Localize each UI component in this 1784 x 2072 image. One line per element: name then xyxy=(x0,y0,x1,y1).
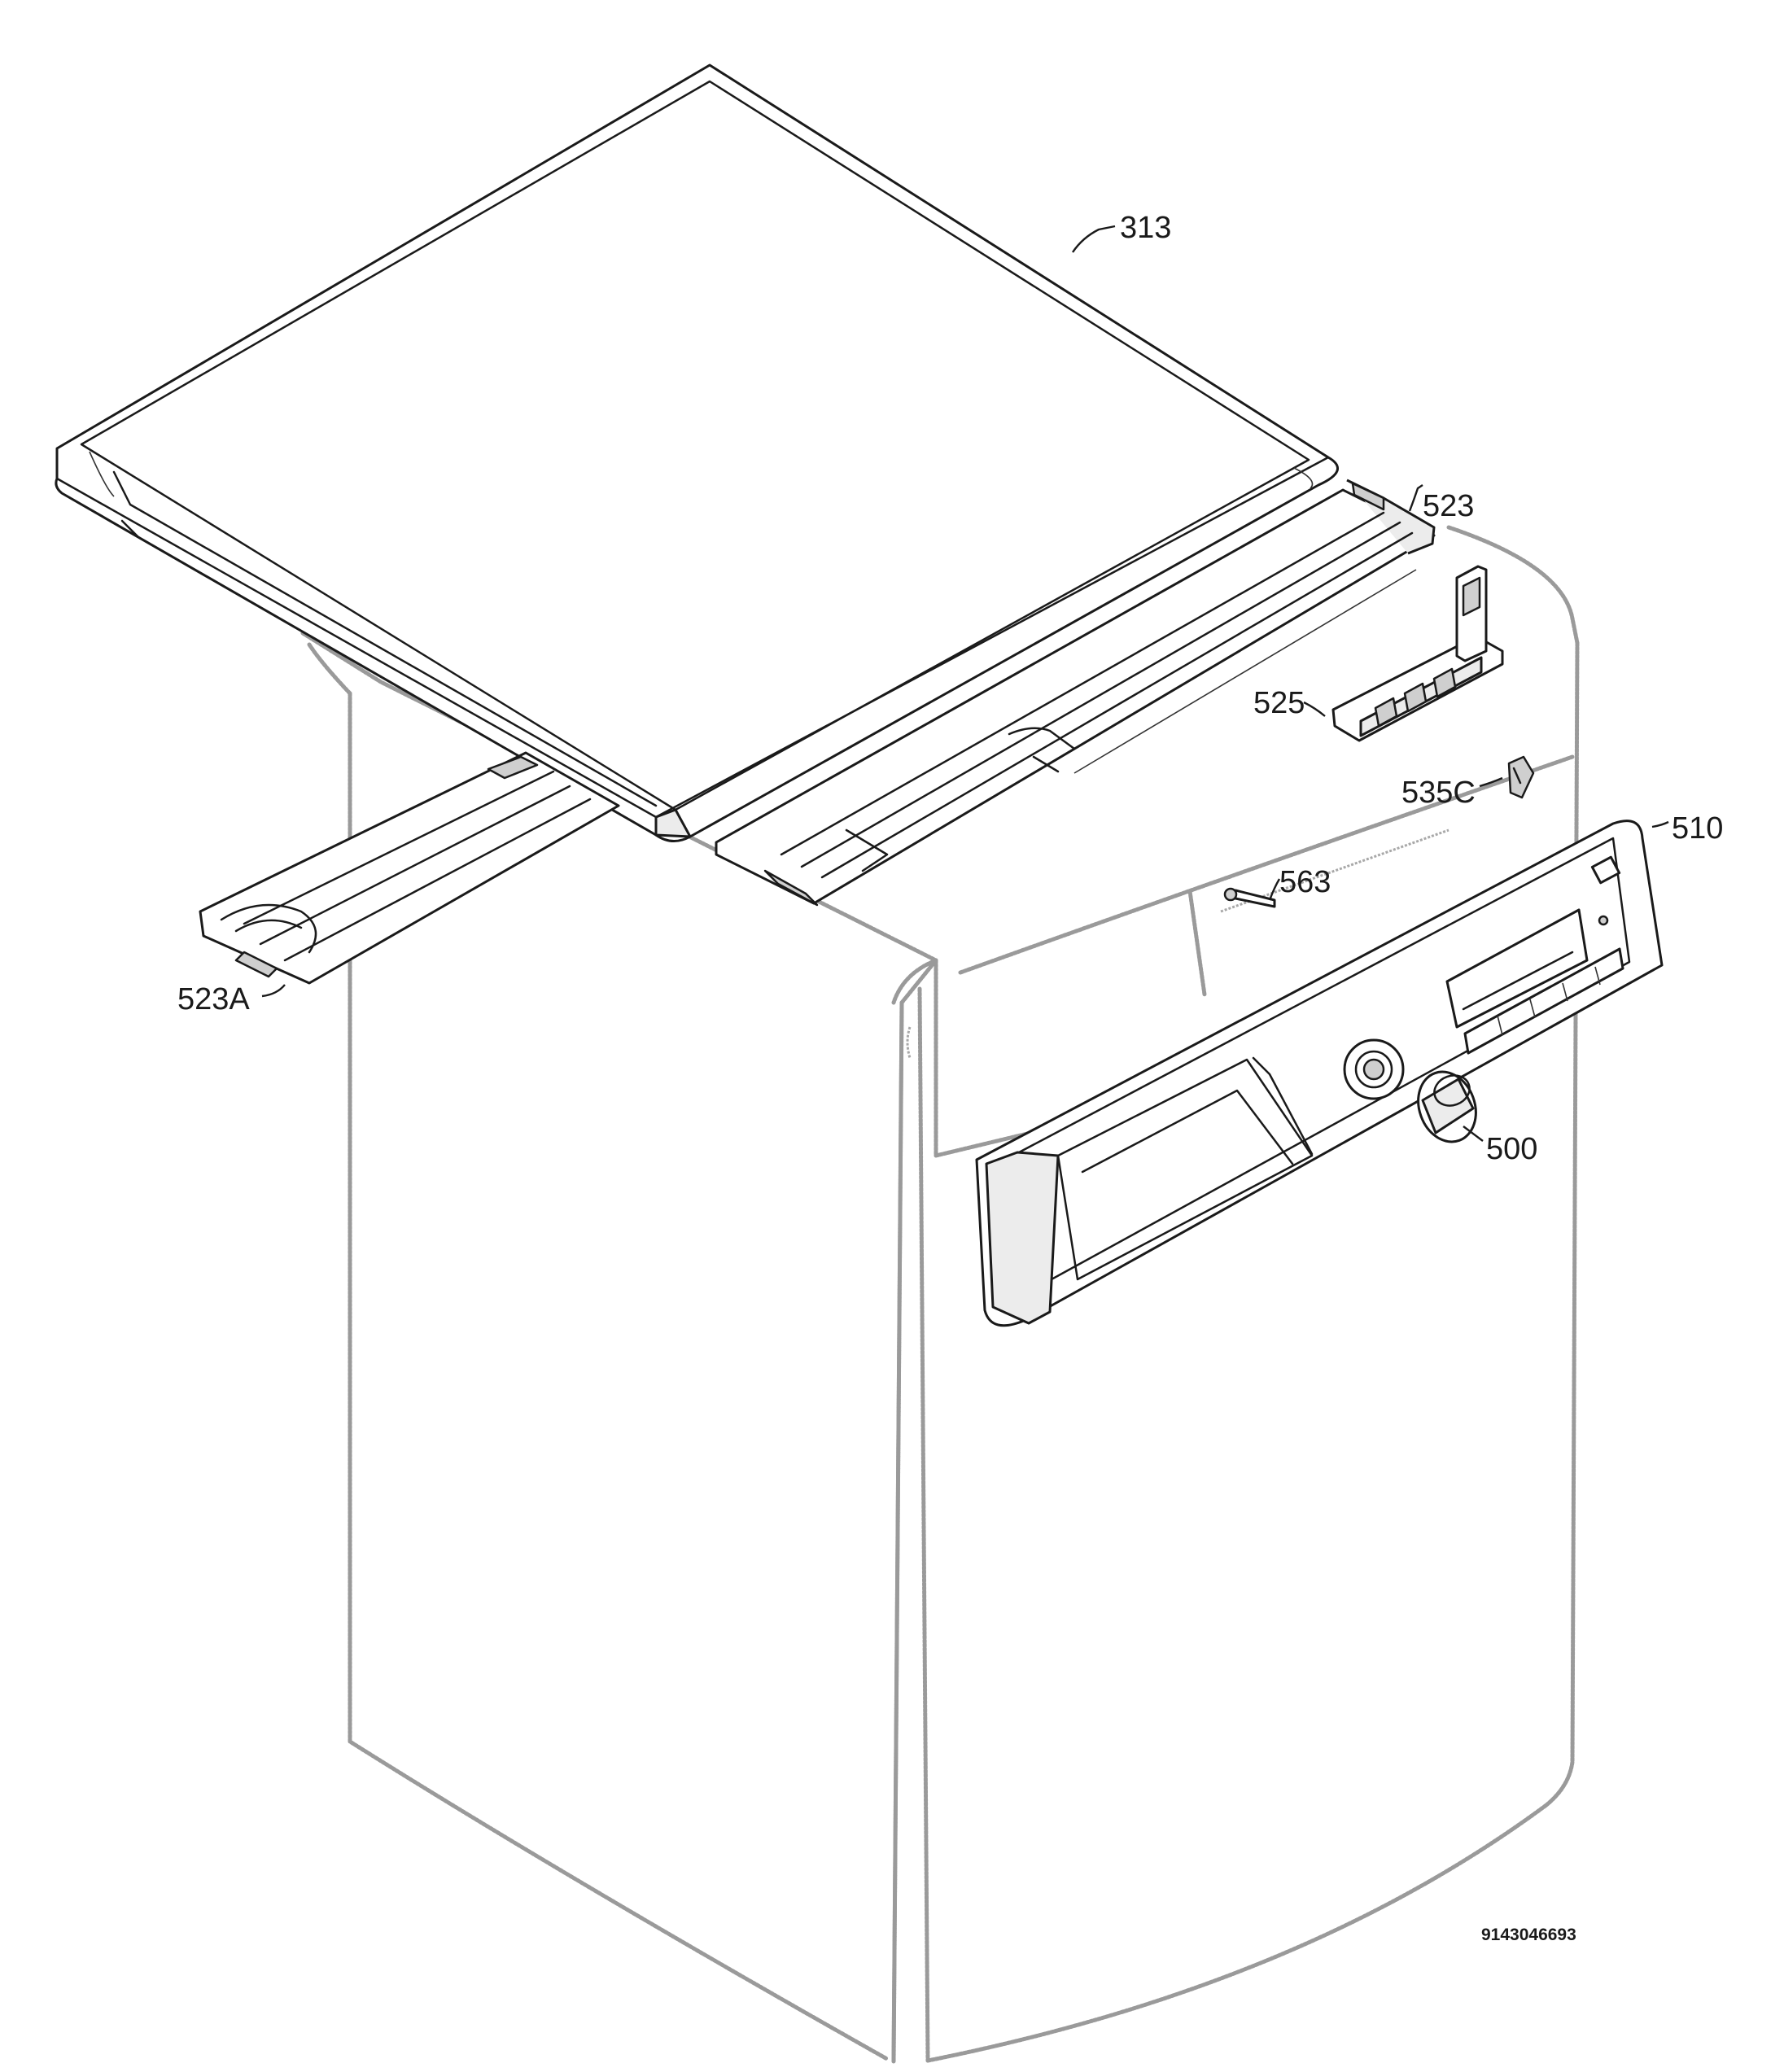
leader-523a xyxy=(261,984,286,998)
rail-part-523a xyxy=(199,751,620,985)
leader-lines xyxy=(261,225,1669,1142)
callout-523: 523 xyxy=(1423,489,1474,523)
callout-313: 313 xyxy=(1120,211,1171,245)
switch-module-525 xyxy=(1331,565,1504,742)
callout-563: 563 xyxy=(1279,865,1331,899)
connector-535c xyxy=(1507,755,1535,799)
callout-510: 510 xyxy=(1672,811,1723,846)
top-lid xyxy=(55,63,1339,842)
leader-313 xyxy=(1072,225,1116,253)
rail-part-523 xyxy=(715,479,1436,907)
callout-labels: 313 523 523A 525 535C 510 563 500 914304… xyxy=(177,211,1723,1944)
callout-500: 500 xyxy=(1486,1132,1537,1166)
callout-523a: 523A xyxy=(177,982,250,1016)
leader-563 xyxy=(1268,878,1281,901)
leader-510 xyxy=(1651,820,1669,828)
pin-563 xyxy=(1223,887,1276,908)
control-panel-510 xyxy=(975,820,1664,1327)
callout-535c: 535C xyxy=(1401,776,1476,810)
knob-500 xyxy=(1417,1070,1477,1143)
leader-535c xyxy=(1479,776,1503,788)
leader-523 xyxy=(1408,484,1423,512)
callout-525: 525 xyxy=(1253,686,1305,720)
leader-500 xyxy=(1463,1126,1484,1142)
document-number: 9143046693 xyxy=(1481,1926,1576,1944)
leader-525 xyxy=(1303,701,1326,717)
